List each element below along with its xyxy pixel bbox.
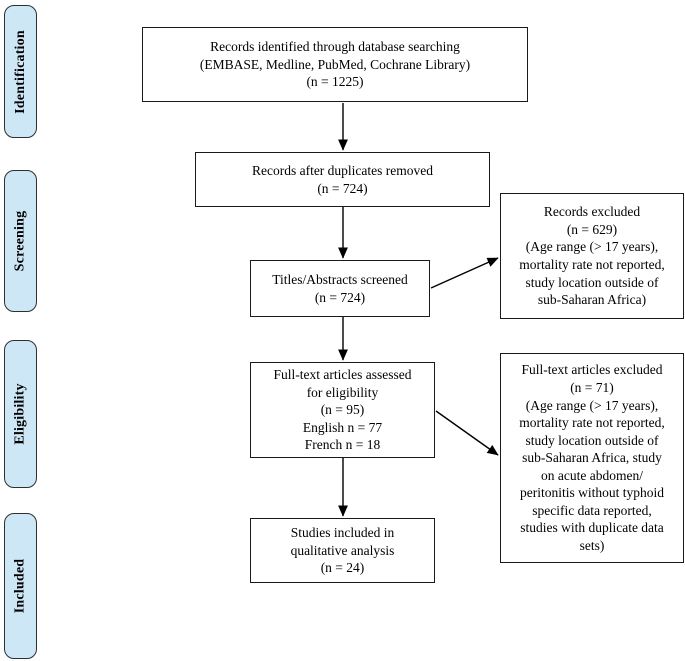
box-line: (EMBASE, Medline, PubMed, Cochrane Libra… [199, 56, 471, 72]
box-line: (n = 629) [566, 221, 618, 237]
box-line: Full-text articles assessed [273, 367, 412, 383]
stage-label: Screening [12, 210, 28, 272]
box-line: sub-Saharan Africa) [537, 292, 647, 308]
box-line: studies with duplicate data [520, 520, 664, 536]
stage-label: Identification [12, 29, 28, 114]
box-line: (n = 71) [570, 380, 614, 396]
box-duplicates-removed: Records after duplicates removed (n = 72… [195, 152, 490, 207]
box-titles-abstracts-screened: Titles/Abstracts screened (n = 724) [250, 260, 430, 317]
box-records-excluded: Records excluded (n = 629) (Age range (>… [500, 193, 684, 319]
box-line: (Age range (> 17 years), [525, 397, 659, 413]
box-line: Titles/Abstracts screened [272, 271, 408, 287]
stage-identification: Identification [4, 5, 37, 138]
box-line: French n = 18 [304, 437, 381, 453]
box-studies-included: Studies included in qualitative analysis… [250, 518, 435, 583]
box-line: study location outside of [525, 432, 659, 448]
box-line: qualitative analysis [290, 542, 395, 558]
box-line: sub-Saharan Africa, study [522, 450, 662, 466]
arrow-fulltext-to-fulltext-excluded [435, 410, 499, 456]
stage-included: Included [4, 513, 37, 659]
box-fulltext-assessed: Full-text articles assessed for eligibil… [250, 362, 435, 458]
box-line: Records after duplicates removed [251, 162, 434, 178]
box-line: Records excluded [543, 204, 641, 220]
box-line: mortality rate not reported, [519, 257, 665, 272]
box-line: Records identified through database sear… [210, 39, 460, 55]
box-line: Studies included in [290, 525, 395, 541]
box-line: (n = 724) [314, 289, 366, 305]
box-line: Full-text articles excluded [521, 362, 663, 378]
stage-screening: Screening [4, 170, 37, 312]
box-line: (Age range (> 17 years), [525, 239, 659, 255]
box-line: study location outside of [525, 274, 659, 290]
box-records-identified: Records identified through database sear… [142, 27, 528, 102]
box-line: on acute abdomen/ [541, 467, 643, 483]
box-line: specific data reported, [532, 502, 652, 518]
box-line: peritonitis without typhoid [520, 485, 664, 501]
box-line: (n = 1225) [306, 74, 364, 90]
arrow-screened-to-records-excluded [430, 257, 499, 289]
box-line: (n = 95) [320, 402, 365, 418]
box-fulltext-excluded: Full-text articles excluded (n = 71) (Ag… [500, 353, 684, 563]
box-line: sets) [579, 537, 605, 553]
box-line: (n = 724) [317, 180, 368, 196]
box-line: (n = 24) [320, 560, 365, 576]
box-line: for eligibility [306, 384, 379, 400]
stage-label: Included [12, 558, 28, 614]
box-line: mortality rate not reported, [519, 415, 665, 431]
stage-label: Eligibility [12, 383, 28, 445]
stage-eligibility: Eligibility [4, 340, 37, 488]
box-line: English n = 77 [302, 419, 383, 435]
